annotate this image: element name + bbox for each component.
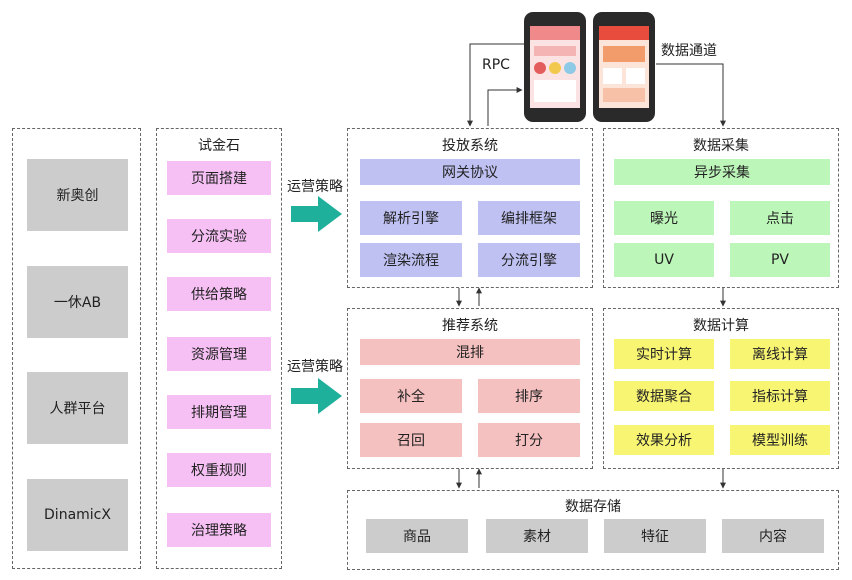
- effect-analysis: 效果分析: [614, 425, 714, 455]
- render-process: 渲染流程: [360, 243, 462, 277]
- data-storage-title: 数据存储: [565, 499, 621, 515]
- data-channel-arrow: [656, 63, 726, 127]
- ops-arrow-icon: [291, 378, 342, 414]
- recommend-system-panel: 推荐系统 混排 补全 排序 召回 打分: [347, 308, 593, 469]
- ranking: 排序: [478, 379, 580, 413]
- realtime-compute: 实时计算: [614, 339, 714, 369]
- delivery-system-title: 投放系统: [442, 138, 498, 154]
- data-channel-label: 数据通道: [661, 43, 717, 59]
- data-compute-panel: 数据计算 实时计算 离线计算 数据聚合 指标计算 效果分析 模型训练: [603, 308, 839, 469]
- data-storage-panel: 数据存储 商品 素材 特征 内容: [347, 490, 839, 570]
- data-aggregation: 数据聚合: [614, 381, 714, 411]
- mix-ranking: 混排: [360, 339, 580, 365]
- phone-icon-left: [524, 12, 586, 122]
- left-panel: 新奥创 一休AB 人群平台 DinamicX: [12, 128, 141, 569]
- completion: 补全: [360, 379, 462, 413]
- left-item-crowd-platform: 人群平台: [27, 372, 128, 444]
- storage-content: 内容: [722, 519, 824, 553]
- ops-strategy-label: 运营策略: [287, 179, 343, 195]
- storage-feature: 特征: [604, 519, 706, 553]
- storage-goods: 商品: [366, 519, 468, 553]
- pv: PV: [730, 243, 830, 277]
- left-item-xinaochuang: 新奥创: [27, 159, 128, 231]
- trial-item: 分流实验: [167, 219, 271, 253]
- recall: 召回: [360, 423, 462, 457]
- traffic-split-engine: 分流引擎: [478, 243, 580, 277]
- model-training: 模型训练: [730, 425, 830, 455]
- delivery-system-panel: 投放系统 网关协议 解析引擎 编排框架 渲染流程 分流引擎: [347, 128, 593, 288]
- data-collect-panel: 数据采集 异步采集 曝光 点击 UV PV: [603, 128, 839, 288]
- parse-engine: 解析引擎: [360, 201, 462, 235]
- trial-panel-title: 试金石: [198, 138, 240, 154]
- ops-strategy-label: 运营策略: [287, 359, 343, 375]
- phone-screen: [599, 26, 649, 108]
- exposure: 曝光: [614, 201, 714, 235]
- rpc-arrow-down: [467, 43, 524, 127]
- offline-compute: 离线计算: [730, 339, 830, 369]
- trial-item: 权重规则: [167, 453, 271, 487]
- rpc-label: RPC: [482, 57, 510, 73]
- data-compute-title: 数据计算: [693, 318, 749, 334]
- uv: UV: [614, 243, 714, 277]
- trial-panel: 试金石 页面搭建 分流实验 供给策略 资源管理 排期管理 权重规则 治理策略: [156, 128, 282, 569]
- ops-arrow-icon: [291, 196, 342, 232]
- scoring: 打分: [478, 423, 580, 457]
- trial-item: 治理策略: [167, 513, 271, 547]
- left-item-dinamicx: DinamicX: [27, 479, 128, 551]
- trial-item: 页面搭建: [167, 161, 271, 195]
- async-collect: 异步采集: [614, 159, 830, 185]
- metric-compute: 指标计算: [730, 381, 830, 411]
- rpc-arrow-up: [487, 87, 523, 126]
- data-collect-title: 数据采集: [693, 138, 749, 154]
- recommend-system-title: 推荐系统: [442, 318, 498, 334]
- orchestration-framework: 编排框架: [478, 201, 580, 235]
- phone-screen: [530, 26, 580, 108]
- trial-item: 资源管理: [167, 337, 271, 371]
- phone-icon-right: [593, 12, 655, 122]
- gateway-protocol: 网关协议: [360, 159, 580, 185]
- storage-material: 素材: [486, 519, 588, 553]
- click: 点击: [730, 201, 830, 235]
- left-item-yixiu-ab: 一休AB: [27, 266, 128, 338]
- trial-item: 供给策略: [167, 277, 271, 311]
- trial-item: 排期管理: [167, 395, 271, 429]
